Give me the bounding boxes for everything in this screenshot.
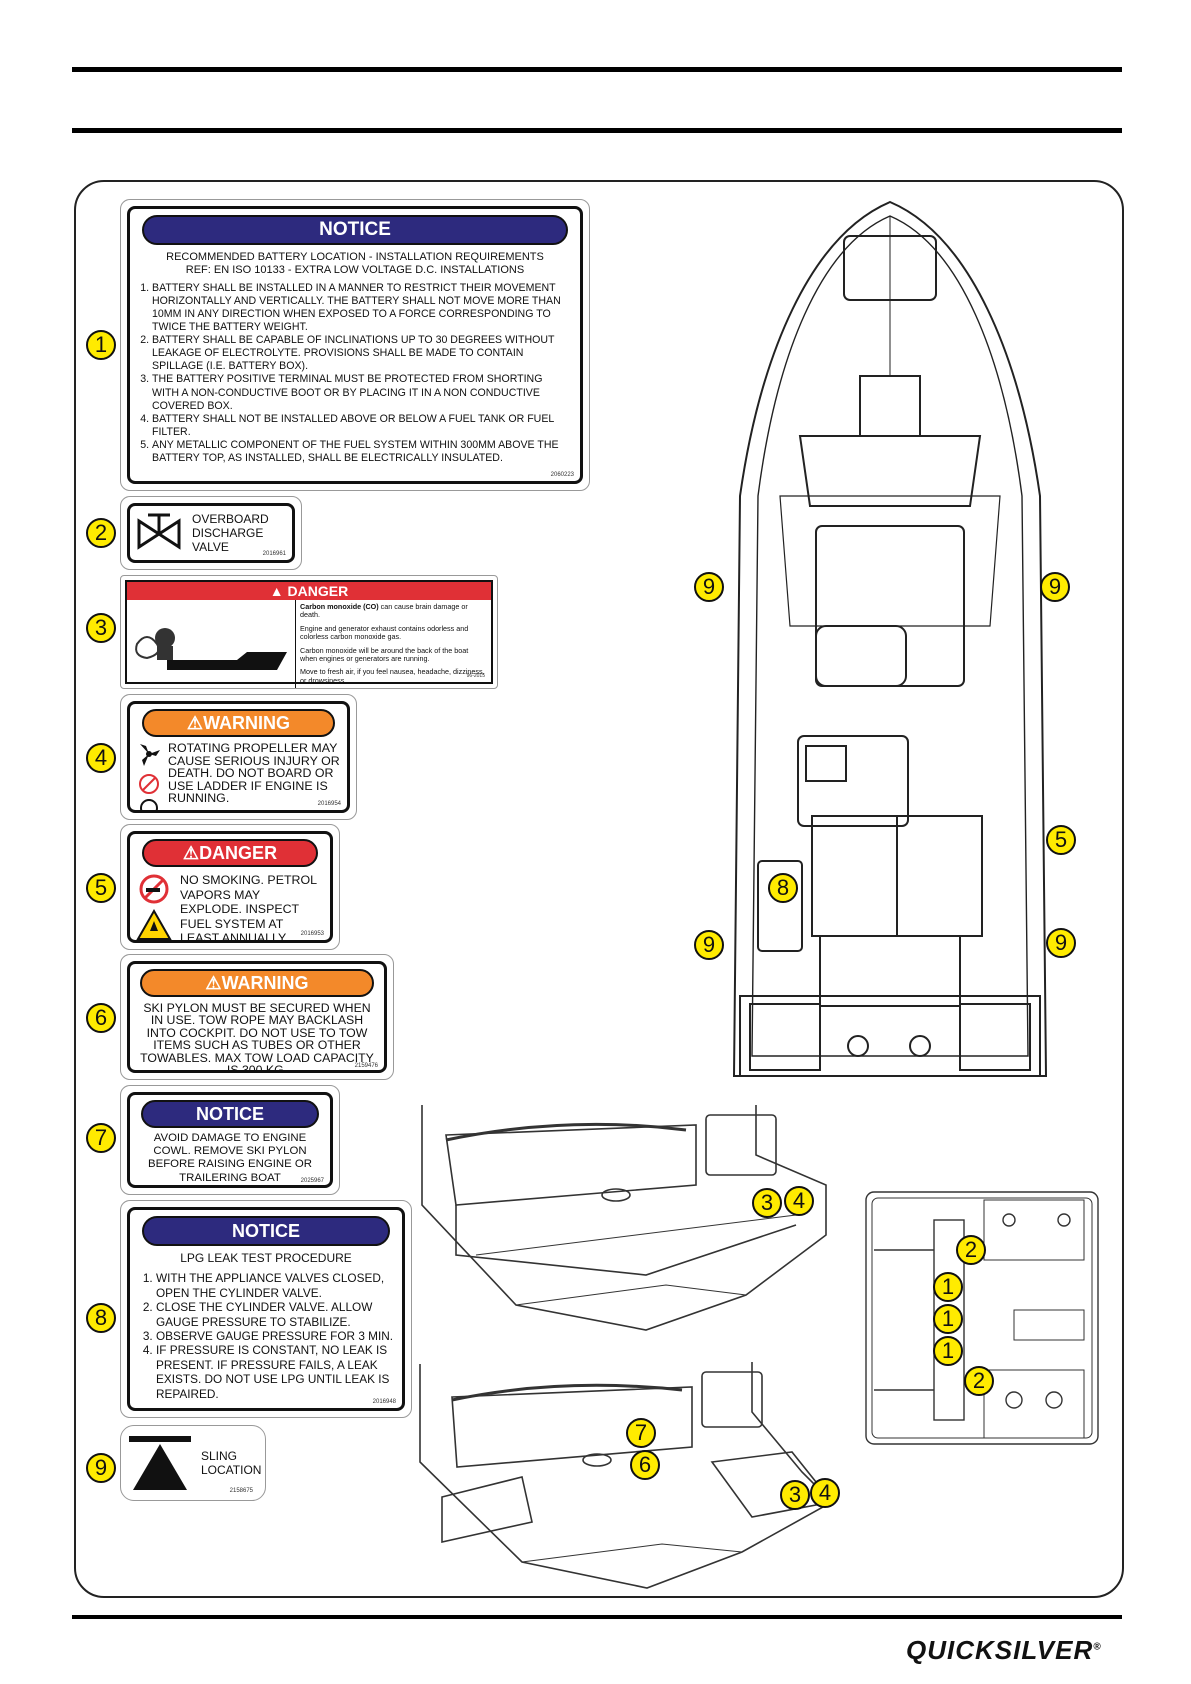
ski-pylon-text: SKI PYLON MUST BE SECURED WHEN IN USE. T… — [140, 1001, 374, 1073]
sling-icon — [127, 1434, 193, 1492]
propeller-warning-text: ROTATING PROPELLER MAY CAUSE SERIOUS INJ… — [168, 741, 340, 806]
callout-decal-4: 4 — [784, 1186, 814, 1216]
battery-requirements-list: BATTERY SHALL BE INSTALLED IN A MANNER T… — [138, 282, 572, 465]
danger-banner: ⚠DANGER — [142, 839, 318, 867]
list-item: BATTERY SHALL NOT BE INSTALLED ABOVE OR … — [152, 413, 572, 439]
stern-view-lower-drawing — [412, 1352, 842, 1592]
callout-decal-2: 2 — [956, 1235, 986, 1265]
list-item: CLOSE THE CYLINDER VALVE. ALLOW GAUGE PR… — [156, 1300, 394, 1329]
propeller-icon — [136, 742, 162, 810]
decal-code: 2016954 — [317, 801, 341, 807]
decal-code: 2025967 — [300, 1178, 324, 1184]
no-smoking-danger-decal: ⚠DANGER NO SMOKING. PETROL VAPORS MAY EX… — [120, 824, 340, 950]
callout-decal-2: 2 — [964, 1366, 994, 1396]
battery-notice-decal: NOTICE RECOMMENDED BATTERY LOCATION - IN… — [120, 199, 590, 491]
decal-number-5: 5 — [86, 873, 116, 903]
list-item: IF PRESSURE IS CONSTANT, NO LEAK IS PRES… — [156, 1343, 394, 1401]
co-warning-text: Carbon monoxide (CO) can cause brain dam… — [300, 602, 485, 685]
boat-exhaust-icon — [127, 600, 296, 689]
warning-triangle-icon: ⚠ — [182, 843, 200, 863]
lpg-procedure-list: WITH THE APPLIANCE VALVES CLOSED, OPEN T… — [138, 1271, 394, 1401]
callout-decal-3: 3 — [780, 1480, 810, 1510]
list-item: THE BATTERY POSITIVE TERMINAL MUST BE PR… — [152, 373, 572, 412]
list-item: OBSERVE GAUGE PRESSURE FOR 3 MIN. — [156, 1329, 394, 1343]
decal-number-2: 2 — [86, 518, 116, 548]
danger-banner: ▲ DANGER — [127, 582, 491, 600]
lpg-heading: LPG LEAK TEST PROCEDURE — [180, 1251, 352, 1265]
footer-rule — [72, 1615, 1122, 1619]
list-item: ANY METALLIC COMPONENT OF THE FUEL SYSTE… — [152, 439, 572, 465]
battery-heading: RECOMMENDED BATTERY LOCATION - INSTALLAT… — [166, 251, 544, 277]
callout-decal-1: 1 — [933, 1272, 963, 1302]
decal-code: 2016953 — [300, 931, 324, 937]
warning-banner: ⚠WARNING — [140, 969, 374, 997]
decal-code: 2016948 — [372, 1399, 396, 1405]
header-rule-bottom — [72, 128, 1122, 133]
callout-decal-7: 7 — [626, 1418, 656, 1448]
callout-decal-5: 5 — [1046, 825, 1076, 855]
no-smoking-icon — [136, 873, 176, 940]
callout-sling-9: 9 — [694, 572, 724, 602]
carbon-monoxide-danger-decal: ▲ DANGER Carbon monoxide (CO) can cause … — [120, 575, 498, 689]
callout-decal-4: 4 — [810, 1478, 840, 1508]
engine-cowl-notice-decal: NOTICE AVOID DAMAGE TO ENGINE COWL. REMO… — [120, 1085, 340, 1195]
callout-sling-9: 9 — [694, 930, 724, 960]
valve-icon — [136, 511, 182, 555]
decal-location-frame — [74, 180, 1124, 1598]
notice-banner: NOTICE — [142, 1216, 390, 1246]
decal-number-8: 8 — [86, 1303, 116, 1333]
decal-code: 2016961 — [262, 551, 286, 557]
no-smoking-text: NO SMOKING. PETROL VAPORS MAY EXPLODE. I… — [180, 873, 317, 943]
warning-banner: ⚠WARNING — [142, 709, 335, 737]
stern-view-upper-drawing — [416, 1095, 836, 1335]
decal-code: 2060223 — [550, 472, 574, 478]
callout-sling-9: 9 — [1046, 928, 1076, 958]
callout-decal-1: 1 — [933, 1304, 963, 1334]
header-rule-top — [72, 67, 1122, 72]
decal-number-6: 6 — [86, 1003, 116, 1033]
notice-banner: NOTICE — [141, 1100, 319, 1128]
boat-top-view-drawing — [720, 196, 1060, 1086]
callout-decal-3: 3 — [752, 1188, 782, 1218]
propeller-warning-decal: ⚠WARNING ROTATING PROPELLER MAY CAUSE SE… — [120, 694, 357, 820]
callout-decal-8: 8 — [768, 873, 798, 903]
decal-number-1: 1 — [86, 330, 116, 360]
engine-cowl-text: AVOID DAMAGE TO ENGINE COWL. REMOVE SKI … — [148, 1132, 312, 1184]
decal-number-7: 7 — [86, 1123, 116, 1153]
callout-decal-1: 1 — [933, 1336, 963, 1366]
decal-code: 2159476 — [354, 1063, 378, 1069]
notice-banner: NOTICE — [142, 215, 568, 245]
warning-triangle-icon: ⚠ — [205, 973, 222, 993]
decal-code: 96-2015 — [466, 673, 485, 679]
callout-sling-9: 9 — [1040, 572, 1070, 602]
decal-number-9: 9 — [86, 1453, 116, 1483]
decal-number-4: 4 — [86, 743, 116, 773]
decal-number-3: 3 — [86, 613, 116, 643]
quicksilver-logo: QUICKSILVER® — [906, 1635, 1102, 1665]
lpg-leak-test-decal: NOTICE LPG LEAK TEST PROCEDURE WITH THE … — [120, 1200, 412, 1418]
callout-decal-6: 6 — [630, 1450, 660, 1480]
list-item: WITH THE APPLIANCE VALVES CLOSED, OPEN T… — [156, 1271, 394, 1300]
list-item: BATTERY SHALL BE INSTALLED IN A MANNER T… — [152, 282, 572, 334]
decal-code: 2158675 — [229, 1488, 253, 1494]
warning-triangle-icon: ▲ — [269, 583, 288, 599]
battery-compartment-drawing — [864, 1190, 1100, 1448]
list-item: BATTERY SHALL BE CAPABLE OF INCLINATIONS… — [152, 334, 572, 373]
warning-triangle-icon: ⚠ — [186, 713, 204, 733]
ski-pylon-warning-decal: ⚠WARNING SKI PYLON MUST BE SECURED WHEN … — [120, 954, 394, 1080]
